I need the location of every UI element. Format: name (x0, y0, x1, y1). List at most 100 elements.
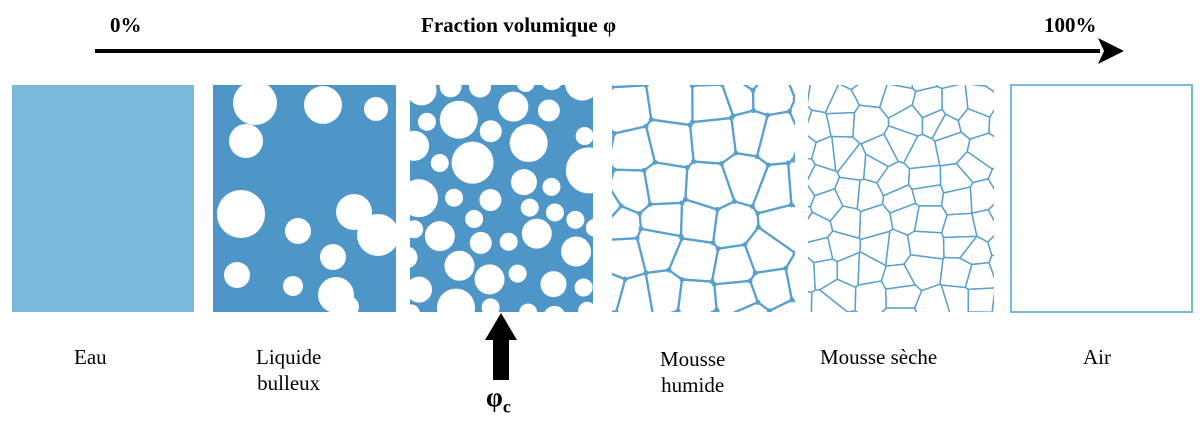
plateau-border (651, 316, 656, 321)
plateau-border (638, 226, 644, 232)
caption-mousse-humide-line-2: humide (661, 373, 725, 397)
plateau-border (606, 158, 611, 163)
plateau-border (647, 323, 652, 328)
bubble (430, 154, 449, 173)
bubble (410, 179, 438, 218)
plateau-border (721, 315, 726, 320)
foam-cell (808, 184, 816, 208)
panel-mousse-seche (749, 23, 994, 312)
foam-cell (756, 203, 795, 254)
plateau-border (790, 157, 795, 163)
bubble (451, 141, 494, 184)
plateau-border (751, 108, 756, 114)
bubble (566, 210, 585, 229)
panel-bulles-compactes (410, 85, 593, 312)
bubble (410, 220, 424, 239)
caption-eau: Eau (74, 344, 107, 370)
plateau-border (527, 78, 532, 83)
plateau-border (666, 267, 672, 273)
plateau-border (622, 1, 627, 6)
plateau-border (641, 168, 647, 173)
plateau-border (765, 162, 771, 168)
panel-eau (12, 85, 194, 312)
foam-cell (622, 0, 703, 83)
plateau-border (675, 401, 680, 406)
plateau-border (711, 281, 717, 287)
plateau-border (735, 43, 740, 48)
bubble (424, 221, 455, 252)
bubble (545, 203, 564, 222)
plateau-border (795, 250, 800, 255)
plateau-border (678, 71, 683, 76)
plateau-border (727, 73, 732, 78)
bubble (479, 189, 502, 212)
plateau-border (582, 380, 587, 385)
caption-eau-line-1: Eau (74, 345, 107, 369)
bubble (444, 250, 475, 281)
critical-symbol: φ (486, 382, 503, 412)
plateau-border (634, 235, 640, 241)
caption-mousse-seche: Mousse sèche (820, 344, 937, 370)
caption-air: Air (1083, 344, 1111, 370)
plateau-border (598, 267, 603, 272)
bubble (337, 296, 359, 312)
plateau-border (599, 238, 604, 243)
plateau-border (689, 319, 694, 324)
plateau-border (599, 238, 604, 243)
plateau-border (637, 211, 643, 216)
bubble (578, 301, 593, 312)
foam-cell (808, 105, 813, 124)
plateau-border (783, 266, 789, 271)
plateau-border (571, 398, 576, 403)
plateau-border (606, 158, 611, 163)
plateau-border (756, 383, 761, 388)
plateau-border (730, 113, 736, 119)
critical-fraction-label: φc (486, 382, 511, 421)
plateau-border (796, 206, 801, 211)
plateau-border (748, 391, 753, 396)
bubble (521, 218, 552, 249)
plateau-border (764, 71, 769, 76)
plateau-border (643, 270, 649, 276)
plateau-border (877, 79, 882, 84)
plateau-border (618, 320, 623, 325)
plateau-border (603, 120, 608, 125)
plateau-border (607, 87, 612, 92)
panel-air (1010, 84, 1193, 313)
bubble (364, 97, 388, 121)
bubble (410, 85, 437, 106)
foam-cell (808, 157, 816, 181)
plateau-border (612, 131, 617, 136)
bubble (575, 127, 593, 146)
bubble (410, 246, 418, 268)
plateau-border (764, 71, 769, 76)
plateau-border (531, 79, 536, 84)
plateau-border (689, 319, 694, 324)
plateau-border (606, 158, 611, 163)
plateau-border (682, 196, 688, 202)
bubble (410, 304, 420, 312)
plateau-border (715, 246, 721, 252)
foam-cell (768, 298, 795, 312)
panel-liquide-bulleux (213, 85, 396, 312)
axis-end-label: 100% (1044, 13, 1097, 37)
plateau-border (801, 303, 806, 308)
plateau-border (603, 120, 608, 125)
foam-cell (985, 85, 994, 93)
foam-cell (690, 85, 724, 87)
bubble (509, 124, 548, 163)
bubble (285, 218, 311, 244)
fraction-axis-arrowhead (1098, 38, 1124, 64)
bubble (499, 232, 518, 251)
plateau-border (789, 297, 795, 303)
bubble (481, 298, 500, 312)
plateau-border (785, 160, 791, 166)
plateau-border (599, 238, 604, 243)
critical-subscript: c (502, 396, 511, 417)
plateau-border (678, 71, 683, 76)
plateau-border (750, 87, 756, 93)
critical-arrow-head (485, 313, 517, 340)
plateau-border (679, 277, 685, 282)
caption-liquide-bulleux: Liquide bulleux (256, 344, 321, 396)
foam-cell (749, 23, 811, 85)
